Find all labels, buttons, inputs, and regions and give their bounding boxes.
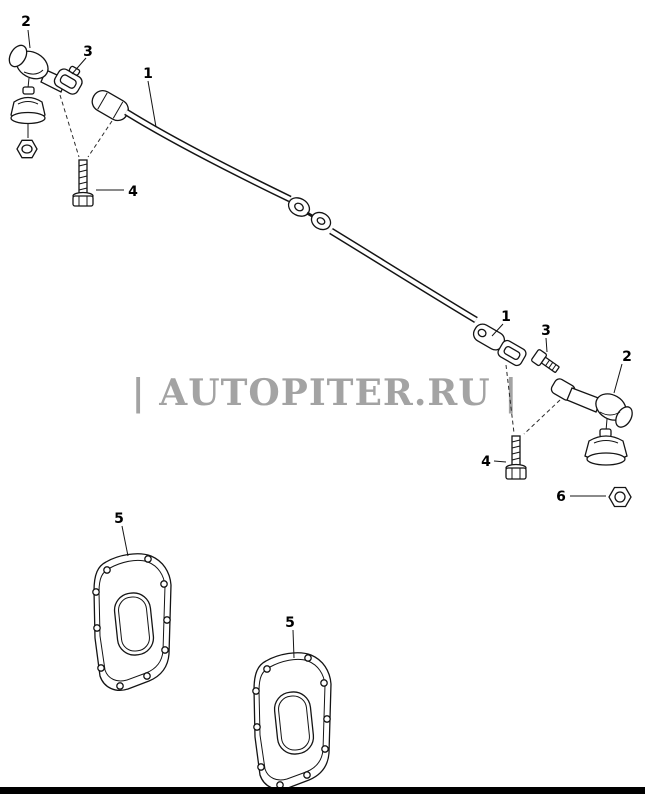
adjusting-sleeve-left xyxy=(91,89,129,122)
callout-cover-center: 5 xyxy=(285,615,295,631)
dust-boot-right xyxy=(584,435,628,466)
callout-left-bolt: 4 xyxy=(128,184,138,200)
nut-right xyxy=(608,486,632,508)
clamp-left xyxy=(53,65,83,95)
watermark-text: | AUTOPITER.RU | xyxy=(132,372,519,414)
clamp-bolt-right xyxy=(531,349,560,373)
tie-rod-end-right xyxy=(550,378,633,438)
callout-leaders xyxy=(27,29,623,659)
callout-right-bolt: 4 xyxy=(481,454,491,470)
callout-right-tie-rod-end: 2 xyxy=(622,349,632,365)
callout-left-clamp: 3 xyxy=(83,44,93,60)
callout-right-nut: 6 xyxy=(556,489,566,505)
link-joint-center xyxy=(287,197,332,231)
callout-right-clamp-bolt: 3 xyxy=(541,323,551,339)
callout-left-rod: 1 xyxy=(143,66,153,82)
callout-right-rod: 1 xyxy=(501,309,511,325)
dust-boot-left xyxy=(10,96,46,138)
bolt-right xyxy=(505,435,527,480)
callout-cover-left: 5 xyxy=(114,511,124,527)
castle-nut-left xyxy=(16,139,38,159)
callout-left-tie-rod-end: 2 xyxy=(21,14,31,30)
clamp-right xyxy=(497,339,527,367)
center-link-rod xyxy=(124,109,478,324)
tie-rod-end-left xyxy=(8,44,67,95)
bottom-border xyxy=(0,787,645,794)
cover-plate-left xyxy=(92,553,172,692)
bolt-left xyxy=(72,159,94,207)
assembly-guide-lines xyxy=(59,94,561,435)
cover-plate-center xyxy=(252,652,332,791)
